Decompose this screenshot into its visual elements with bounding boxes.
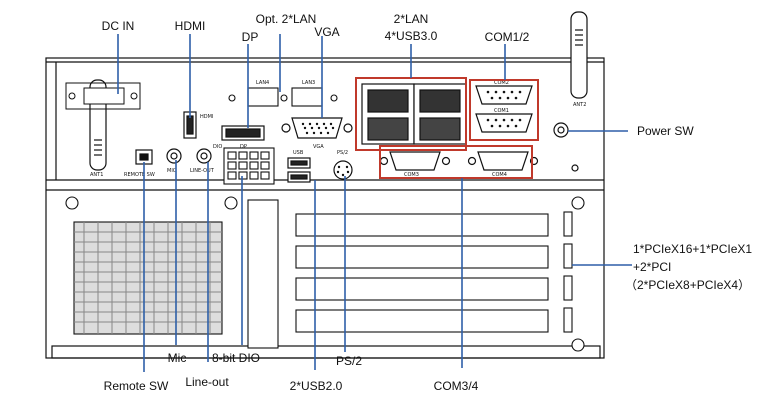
audio-jacks bbox=[166, 148, 212, 164]
silk-lan4: LAN4 bbox=[256, 80, 269, 86]
leader-lines bbox=[117, 34, 632, 372]
panel-silkscreen: ANT1 ANT2 REMOTE SW MIC LINE-OUT HDMI DP… bbox=[90, 80, 586, 178]
silk-ant2: ANT2 bbox=[573, 102, 586, 108]
silk-ps2: PS/2 bbox=[337, 150, 348, 156]
silk-com3: COM3 bbox=[404, 172, 419, 178]
label-mic: Mic bbox=[167, 351, 187, 365]
highlight-com12 bbox=[469, 79, 539, 141]
silk-com2: COM2 bbox=[494, 80, 509, 86]
vga-port bbox=[281, 117, 353, 139]
label-pcie-line3: （2*PCIeX8+PCIeX4） bbox=[625, 278, 751, 292]
dio-connector bbox=[223, 147, 275, 185]
ps2-port bbox=[333, 160, 353, 180]
dp-port bbox=[221, 125, 265, 141]
usb2-ports bbox=[287, 157, 311, 183]
label-lan2: 2*LAN bbox=[393, 12, 429, 26]
silk-dio: DIO bbox=[213, 144, 222, 150]
label-vga: VGA bbox=[314, 25, 340, 39]
label-dc-in: DC IN bbox=[101, 19, 135, 33]
label-hdmi: HDMI bbox=[174, 19, 206, 33]
silk-vga: VGA bbox=[313, 144, 324, 150]
silk-com1: COM1 bbox=[494, 108, 509, 114]
label-line-out: Line-out bbox=[185, 375, 229, 389]
lan-usb3-block bbox=[361, 83, 467, 145]
label-dp: DP bbox=[241, 30, 259, 44]
label-com12: COM1/2 bbox=[484, 30, 530, 44]
label-usb2: 2*USB2.0 bbox=[289, 379, 343, 393]
label-com34: COM3/4 bbox=[433, 379, 479, 393]
highlight-com34 bbox=[379, 145, 533, 179]
silk-lan3: LAN3 bbox=[302, 80, 315, 86]
lower-chassis bbox=[65, 196, 585, 352]
vent-grille bbox=[74, 222, 222, 334]
silk-usb: USB bbox=[293, 150, 304, 156]
silk-line-out: LINE-OUT bbox=[190, 168, 215, 174]
label-pcie-line2: +2*PCI bbox=[633, 260, 672, 274]
label-remote-sw: Remote SW bbox=[103, 379, 169, 393]
silk-remote-sw: REMOTE SW bbox=[124, 172, 155, 178]
dc-in-connector bbox=[65, 82, 141, 110]
label-pcie-line1: 1*PCIeX16+1*PCIeX1 bbox=[633, 242, 753, 256]
label-power-sw: Power SW bbox=[637, 124, 694, 138]
silk-dp: DP bbox=[240, 144, 247, 150]
com12-ports bbox=[475, 85, 533, 133]
opt-lan-ports bbox=[228, 87, 338, 107]
label-opt-lan: Opt. 2*LAN bbox=[255, 12, 317, 26]
silk-mic: MIC bbox=[167, 168, 177, 174]
silk-hdmi: HDMI bbox=[200, 114, 213, 120]
label-ps2: PS/2 bbox=[335, 354, 363, 368]
com34-ports bbox=[379, 151, 539, 171]
label-dio: 8-bit DIO bbox=[211, 351, 261, 365]
power-switch bbox=[553, 122, 579, 172]
antenna-right bbox=[570, 11, 588, 99]
label-usb3: 4*USB3.0 bbox=[384, 29, 438, 43]
chassis bbox=[45, 57, 605, 359]
silk-com4: COM4 bbox=[492, 172, 507, 178]
remote-switch bbox=[135, 149, 153, 165]
silk-ant1: ANT1 bbox=[90, 172, 103, 178]
